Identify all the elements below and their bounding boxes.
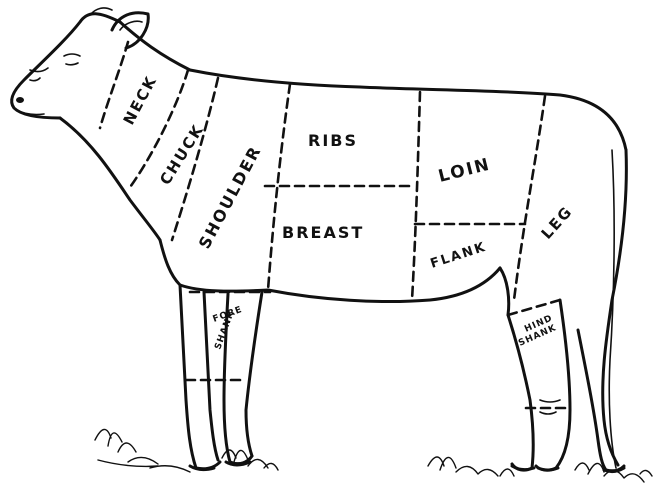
nostril-icon: [16, 97, 24, 103]
label-shoulder: SHOULDER: [195, 142, 265, 252]
label-breast: BREAST: [282, 223, 364, 242]
label-neck: NECK: [120, 72, 161, 128]
label-ribs: RIBS: [308, 131, 358, 150]
label-loin: LOIN: [436, 155, 492, 187]
calf-legs: [180, 285, 624, 472]
label-leg: LEG: [538, 202, 577, 242]
calf-head: [12, 8, 149, 118]
label-flank: FLANK: [429, 240, 489, 272]
